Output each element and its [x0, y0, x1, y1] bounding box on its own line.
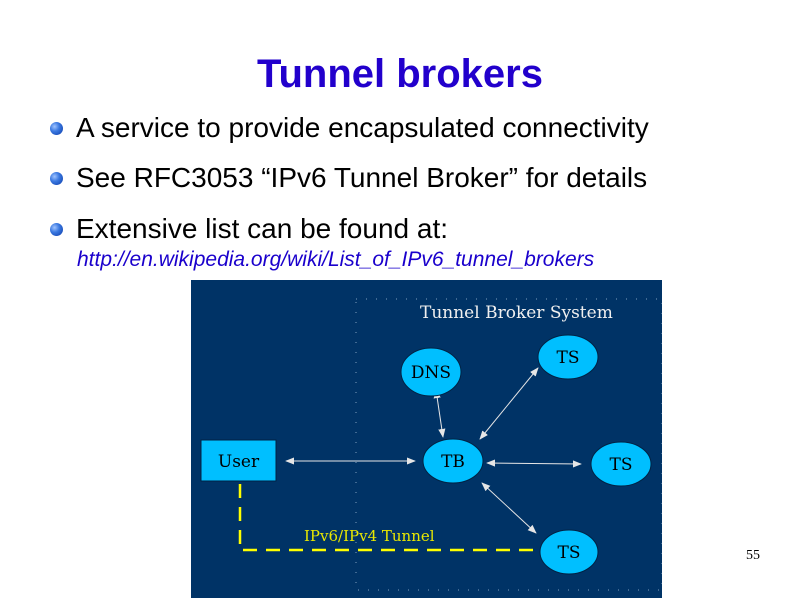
- bullet-icon: [50, 222, 63, 236]
- arrow-tb-ts-right: [486, 459, 582, 468]
- slide-title: Tunnel brokers: [257, 52, 543, 96]
- bullet-icon: [50, 171, 63, 185]
- arrow-tb-ts-bottom: [481, 482, 537, 534]
- tb-node-label: TB: [441, 452, 465, 472]
- arrow-dns-tb: [433, 389, 446, 438]
- user-node: [200, 439, 277, 482]
- ts-node-bottom: [539, 529, 599, 575]
- tunnel-label: IPv6/IPv4 Tunnel: [304, 527, 435, 545]
- tb-node: [422, 438, 484, 484]
- bullet-item: A service to provide encapsulated connec…: [50, 111, 649, 145]
- bullet-text: Extensive list can be found at:: [76, 213, 448, 244]
- arrow-tb-ts-top: [479, 367, 539, 440]
- ts-node-top-label: TS: [557, 348, 580, 368]
- bullet-text: See RFC3053 “IPv6 Tunnel Broker” for det…: [76, 162, 648, 193]
- bullet-text: A service to provide encapsulated connec…: [76, 112, 649, 143]
- system-boundary: [355, 298, 662, 591]
- ts-node-right: [590, 441, 652, 487]
- ts-node-bottom-label: TS: [558, 543, 581, 563]
- tunnel-broker-diagram: Tunnel Broker System IPv6/IPv4 Tunnel Us…: [191, 280, 662, 598]
- bullet-icon: [50, 121, 63, 135]
- wikipedia-link[interactable]: http://en.wikipedia.org/wiki/List_of_IPv…: [77, 248, 595, 271]
- bullet-item: See RFC3053 “IPv6 Tunnel Broker” for det…: [50, 161, 647, 195]
- ts-node-right-label: TS: [610, 455, 633, 475]
- bullet-item: Extensive list can be found at:: [50, 212, 448, 246]
- system-label: Tunnel Broker System: [420, 303, 613, 323]
- dns-node: [400, 347, 462, 397]
- ts-node-top: [537, 334, 599, 380]
- dns-node-label: DNS: [411, 363, 451, 383]
- ipv6-ipv4-tunnel-line: [238, 484, 535, 552]
- user-node-label: User: [218, 452, 260, 472]
- page-number: 55: [746, 548, 760, 563]
